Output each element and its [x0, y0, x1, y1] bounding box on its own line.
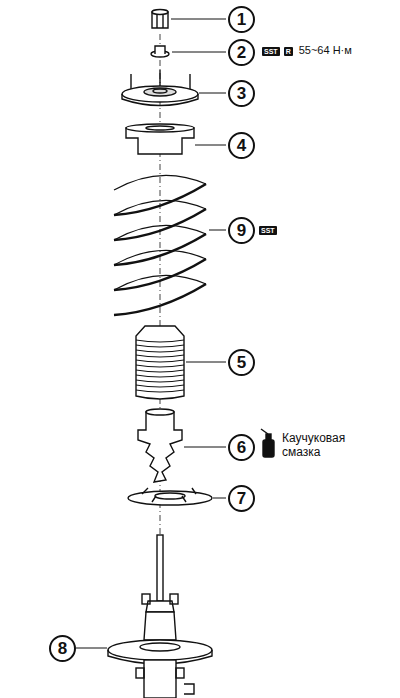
callout-text: 3: [237, 85, 246, 102]
spring-coil: [114, 250, 206, 265]
coil-spring: [114, 175, 206, 315]
leader-line: [76, 648, 107, 649]
spring-coil: [114, 259, 206, 290]
callout-number: 4: [228, 132, 255, 159]
bump-stop: [138, 409, 182, 482]
callout-number: 9: [228, 217, 255, 244]
boot-rib: [136, 390, 184, 392]
leader-line: [213, 498, 226, 499]
tool-tag: R: [284, 47, 293, 56]
spring-coil: [114, 225, 206, 240]
note-label: Каучуковая смазка: [282, 431, 382, 460]
tag-text: SST: [261, 227, 275, 234]
callout-text: 5: [237, 354, 246, 371]
boot-rib: [136, 350, 184, 352]
boot-rib: [136, 345, 184, 347]
spring-coil: [114, 175, 206, 190]
lower-insulator: [128, 488, 212, 505]
callout-text: 4: [237, 137, 246, 154]
leader-line: [172, 52, 226, 53]
dust-boot: [136, 326, 184, 399]
tool-tag: SST: [259, 226, 277, 235]
boot-rib: [136, 340, 184, 342]
boot-rib: [136, 370, 184, 372]
boot-rib: [136, 365, 184, 367]
leader-line: [199, 93, 226, 94]
torque-label: 55~64 Н·м: [299, 44, 352, 56]
tag-text: SST: [264, 48, 278, 55]
leader-line: [186, 362, 226, 363]
leader-line: [195, 145, 226, 146]
leader-line: [209, 230, 226, 231]
callout-number: 1: [228, 6, 255, 33]
boot-rib: [136, 385, 184, 387]
spring-coil: [114, 284, 206, 315]
boot-rib: [136, 360, 184, 362]
bearing-seat: [126, 124, 194, 154]
callout-number: 2: [228, 39, 255, 66]
callout-text: 6: [237, 439, 246, 456]
callout-number: 8: [49, 635, 76, 662]
callout-number: 5: [228, 349, 255, 376]
boot-rib: [136, 355, 184, 357]
callout-text: 8: [58, 640, 67, 657]
callout-number: 7: [228, 485, 255, 512]
nut: [152, 10, 168, 29]
upper-mount: [122, 70, 198, 106]
leader-line: [171, 19, 226, 20]
tool-tag: SST: [262, 47, 280, 56]
spring-coil: [114, 184, 206, 215]
boot-rib: [136, 375, 184, 377]
shock-absorber: [108, 535, 212, 698]
callout-number: 6: [228, 434, 255, 461]
callout-number: 3: [228, 80, 255, 107]
spring-coil: [114, 275, 206, 290]
callout-text: 2: [237, 44, 246, 61]
callout-text: 1: [237, 11, 246, 28]
spring-coil: [114, 234, 206, 265]
boot-rib: [136, 380, 184, 382]
spring-coil: [114, 200, 206, 215]
leader-line: [184, 447, 226, 448]
callout-text: 7: [237, 490, 246, 507]
tag-text: R: [286, 48, 291, 55]
washer: [151, 46, 169, 57]
callout-text: 9: [237, 222, 246, 239]
spring-coil: [114, 209, 206, 240]
grease-bottle-icon: [261, 429, 274, 457]
